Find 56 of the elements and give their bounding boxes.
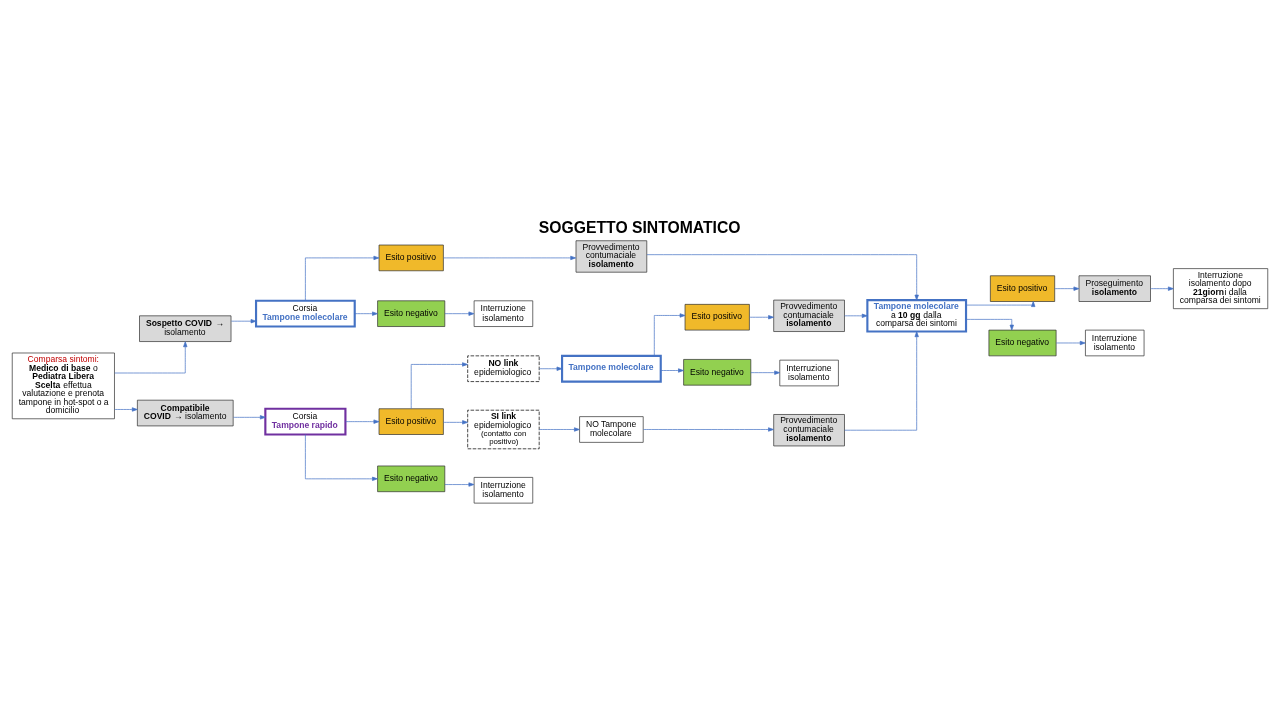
node-box: Comparsa sintomi: Medico di base o Pediatra Libera Scelta effettua valutazione e prenota tampone in hot-spot o a domicilio — [11, 352, 115, 419]
node-box: Esito negativo — [377, 299, 446, 327]
diagram-title: SOGGETTO SINTOMATICO — [538, 218, 741, 236]
node-box: SI link epidemiologico (contatto con positivo) — [467, 409, 540, 449]
node-box: Interruzione isolamento — [1085, 329, 1145, 356]
node-box: Provvedimento contumaciale isolamento — [773, 413, 845, 446]
arrow — [660, 367, 684, 373]
node-box: Tampone molecolare a 10 gg dalla comparsa dei sintomi — [866, 298, 968, 333]
arrow — [114, 406, 138, 412]
node-box: Proseguimento isolamento — [1078, 274, 1151, 302]
node-box: Compatibile COVID → isolamento — [137, 399, 234, 426]
arrow — [443, 419, 468, 424]
node-box: NO Tampone molecolare — [579, 415, 644, 443]
arrow — [844, 330, 919, 431]
arrow — [1054, 286, 1080, 291]
arrow — [965, 318, 1014, 330]
node-box: Corsia Tampone rapido — [264, 407, 347, 436]
arrow — [749, 314, 774, 319]
arrow — [1150, 286, 1174, 291]
node-box: Esito negativo — [988, 329, 1057, 356]
arrow — [844, 313, 868, 318]
arrow — [410, 361, 468, 409]
arrow — [539, 426, 580, 432]
arrow — [114, 340, 188, 373]
node-box: NO link epidemiologico — [467, 355, 540, 382]
node-box: Provvedimento contumaciale isolamento — [773, 299, 845, 332]
node-box: Esito negativo — [377, 465, 446, 492]
arrow — [231, 318, 257, 323]
arrow — [653, 312, 686, 356]
arrow — [354, 311, 378, 316]
arrow — [643, 426, 774, 432]
node-box: Interruzione isolamento — [473, 299, 534, 327]
arrow — [965, 300, 1036, 307]
node-box: Esito positivo — [378, 407, 444, 435]
arrow — [305, 433, 378, 481]
node-box: Interruzione isolamento — [473, 476, 534, 503]
arrow — [305, 255, 380, 301]
node-box: Interruzione isolamento — [779, 359, 839, 386]
arrow — [444, 481, 475, 487]
arrow — [233, 414, 266, 419]
arrow — [646, 253, 919, 300]
node-box: Interruzione isolamento dopo 21giorni dalla comparsa dei sintomi — [1173, 267, 1269, 309]
arrow — [750, 370, 780, 375]
arrow — [539, 366, 563, 371]
arrow — [443, 255, 577, 260]
arrow — [345, 419, 380, 424]
node-box: Esito positivo — [684, 303, 750, 330]
node-box: Corsia Tampone molecolare — [255, 299, 356, 328]
node-box: Esito negativo — [683, 358, 752, 386]
arrow — [1056, 340, 1086, 345]
node-box: Esito positivo — [378, 244, 444, 271]
node-box: Sospetto COVID → isolamento — [139, 314, 232, 342]
node-box: Tampone molecolare — [561, 354, 662, 383]
node-box: Provvedimento contumaciale isolamento — [575, 239, 648, 273]
arrow — [444, 311, 475, 316]
node-box: Esito positivo — [990, 274, 1056, 302]
